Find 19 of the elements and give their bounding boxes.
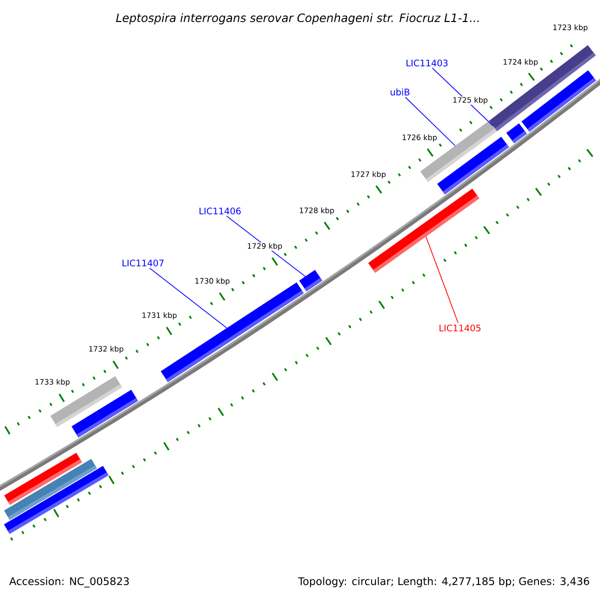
gene-bar [72,390,138,438]
gene-bar [437,136,509,194]
leader-line [149,268,228,328]
leader-line [404,96,456,146]
leader-line [426,236,458,324]
gene-label: LIC11406 [200,208,241,214]
footer-text: Accession: NC_005823 [9,577,129,588]
gene-bar [4,466,109,534]
gene-bar [299,270,322,292]
gene-label: LIC11407 [122,260,164,266]
gene-bar [506,123,527,144]
gene-bar [368,188,480,273]
gene-label: ubiB [390,88,410,96]
leader-line [226,216,306,277]
gene-label: LIC11405 [440,324,480,332]
gene-label: LIC11403 [406,60,448,66]
gene-bar [522,70,596,132]
footer-text: Topology: circular; Length: 4,277,185 bp; Genes: 3,436 [298,577,590,588]
map-title: Leptospira interrogans serovar Copenhageni str. Fiocruz L1-1... [116,13,479,24]
